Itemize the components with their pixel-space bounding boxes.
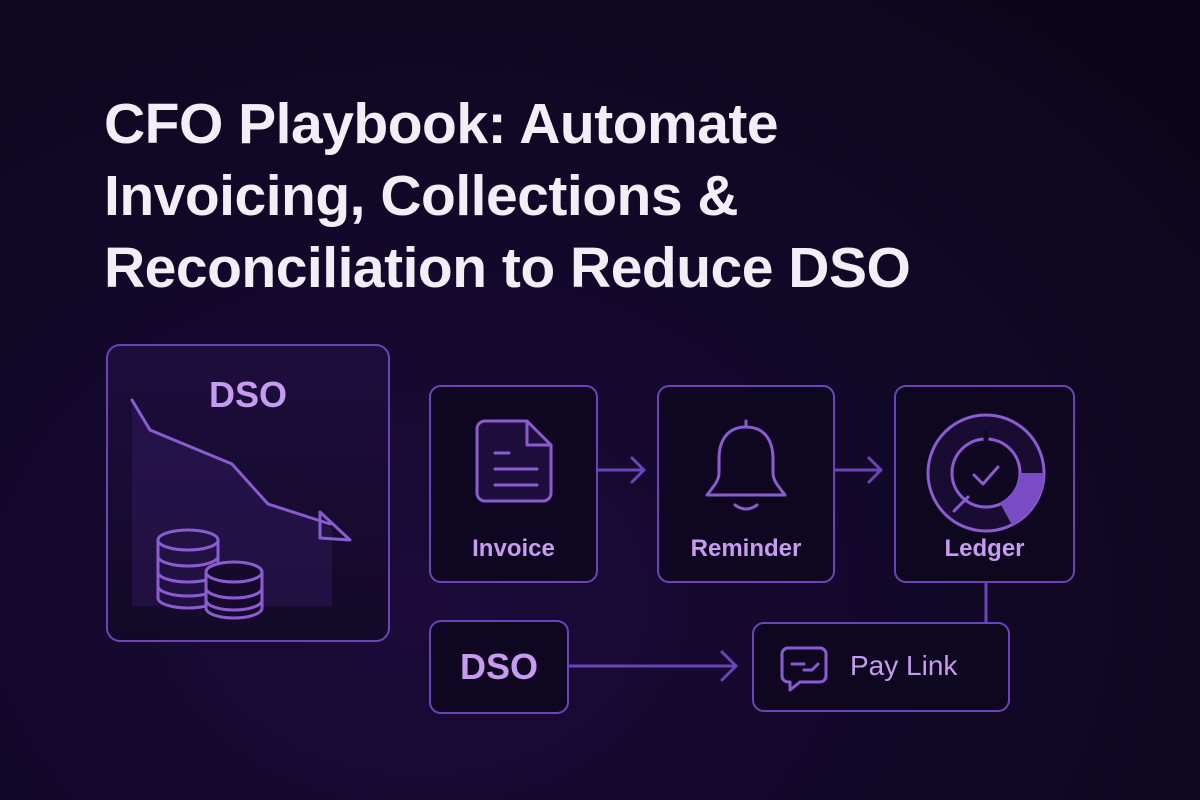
document-icon (475, 419, 553, 503)
donut-check-icon (926, 413, 1046, 533)
coin-stacks-icon (156, 528, 264, 620)
page-title: CFO Playbook: Automate Invoicing, Collec… (104, 88, 911, 304)
flow-node-paylink[interactable]: Pay Link (752, 622, 1010, 712)
title-line-2: Invoicing, Collections & (104, 164, 739, 228)
dso-trend-panel: DSO (106, 344, 390, 642)
flow-node-ledger[interactable]: Ledger (894, 385, 1075, 583)
paylink-label: Pay Link (850, 650, 958, 681)
flow-node-dso[interactable]: DSO (429, 620, 569, 714)
dso-panel-label: DSO (208, 374, 287, 415)
bell-icon (705, 419, 787, 511)
ledger-label: Ledger (944, 535, 1025, 562)
connector-dso-paylink (568, 650, 738, 682)
connector-invoice-reminder (597, 456, 646, 484)
flow-node-invoice[interactable]: Invoice (429, 385, 598, 583)
chat-bubble-icon (780, 646, 828, 692)
reminder-label: Reminder (690, 535, 802, 562)
title-line-1: CFO Playbook: Automate (104, 92, 779, 156)
title-line-3: Reconciliation to Reduce DSO (104, 236, 911, 300)
connector-reminder-ledger (834, 456, 883, 484)
trend-down-arrow-icon (130, 398, 352, 606)
dso-node-label: DSO (459, 646, 538, 687)
invoice-label: Invoice (472, 535, 555, 562)
flow-node-reminder[interactable]: Reminder (657, 385, 835, 583)
